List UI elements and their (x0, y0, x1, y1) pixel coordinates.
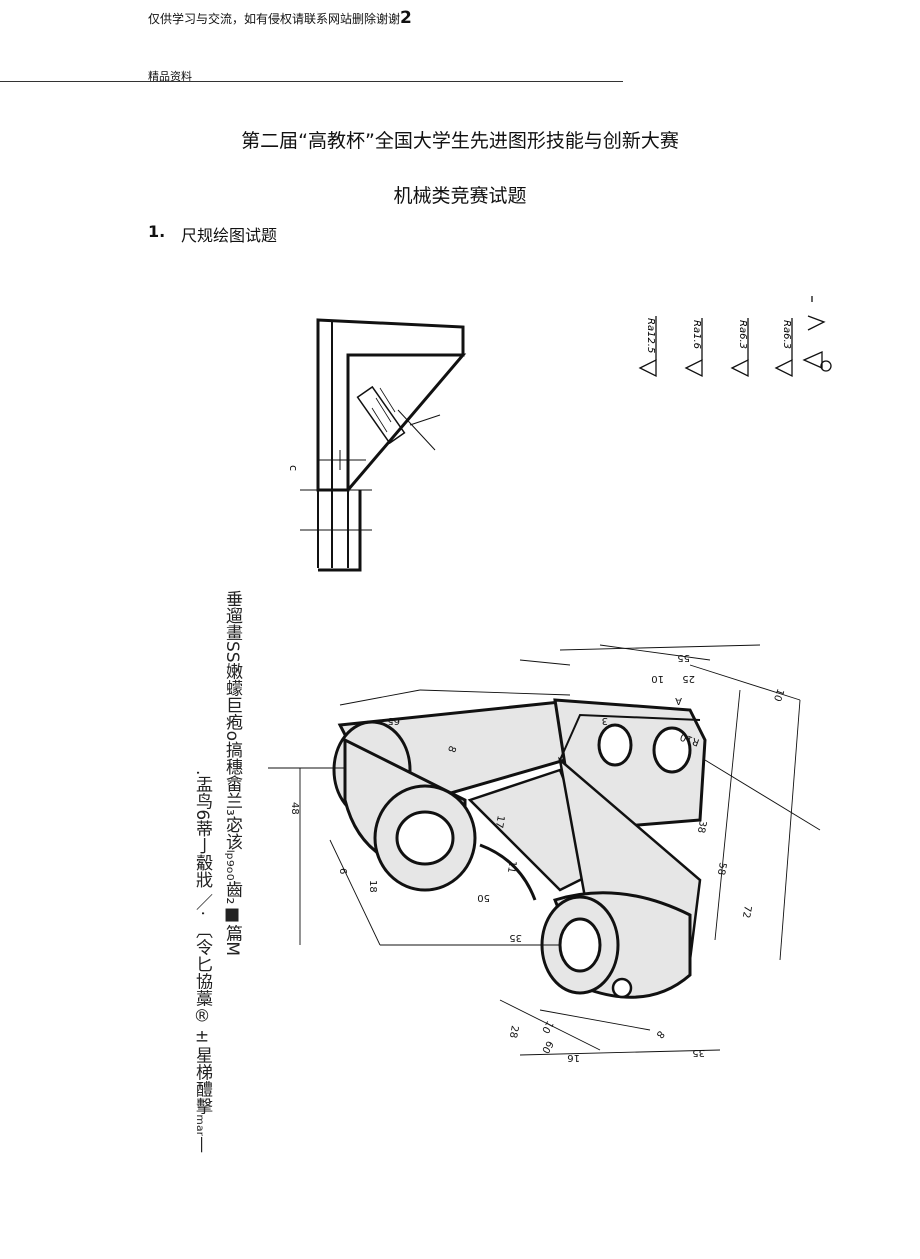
side-text-line-1: 垂遛畫SS嫩蠓巨疱o搞穗畲兰₃宓该ₗₚ₉ₒ₀齒₂■篇M (222, 590, 242, 957)
roughness-label-4: Ra6.3 (781, 320, 792, 349)
dim-label: 25 (682, 673, 695, 684)
dim-label: 8 (445, 744, 458, 754)
dimension-lines (268, 644, 821, 1056)
dim-label: 6 (337, 868, 348, 874)
dimension-labels: 55 10 25 10 A R10 65 8 48 6 18 50 58 38 … (289, 652, 786, 1063)
dim-label: 35 (692, 1047, 705, 1058)
dim-label: 10 (771, 687, 786, 703)
page-number: 2 (400, 8, 412, 28)
roughness-symbols (638, 296, 832, 378)
roughness-label-3: Ra6.3 (737, 320, 748, 349)
dim-label: 16 (567, 1052, 580, 1063)
dim-label: 17 (493, 814, 506, 828)
dim-label: 50 (477, 892, 490, 903)
header-note: 仅供学习与交流，如有侵权请联系网站删除谢谢2 (148, 8, 412, 28)
page-title: 第二届“高教杯”全国大学生先进图形技能与创新大赛 (241, 130, 679, 152)
dim-label: 10 (651, 673, 664, 684)
section-number: 1. (148, 222, 166, 241)
dim-label: 38 (695, 819, 708, 833)
detail-label-a: A (675, 695, 682, 706)
dim-label: 58 (715, 861, 728, 875)
dim-label: 28 (507, 1024, 520, 1038)
dim-label: 18 (367, 880, 378, 893)
dim-label: 3 (602, 715, 608, 726)
detail-view (300, 318, 467, 572)
dim-label: 11 (505, 859, 518, 873)
dim-label: 8 (654, 1028, 667, 1040)
dim-label: 72 (740, 904, 753, 918)
section-title: 尺规绘图试题 (181, 226, 278, 245)
page-subtitle: 机械类竞赛试题 (393, 185, 527, 207)
dim-label: 35 (509, 932, 522, 943)
dim-label: 65 (387, 715, 400, 726)
side-text-line-2: .盂鸟6蒂亅觳戕 ／· 〔令匕協藁®±星梯醴擊ₘₐᵣ— (192, 770, 212, 1154)
dim-label: 55 (677, 652, 690, 663)
header-label: 精品资料 (148, 70, 192, 83)
roughness-label-1: Ra12.5 (645, 318, 656, 353)
header-divider (0, 81, 623, 82)
dim-label: 60 (539, 1039, 555, 1056)
isometric-part (332, 698, 707, 999)
roughness-label-2: Ra1.6 (691, 320, 702, 349)
detail-label-c: c (287, 465, 300, 471)
header-note-text: 仅供学习与交流，如有侵权请联系网站删除谢谢 (148, 12, 401, 26)
dim-label: 48 (289, 802, 300, 815)
